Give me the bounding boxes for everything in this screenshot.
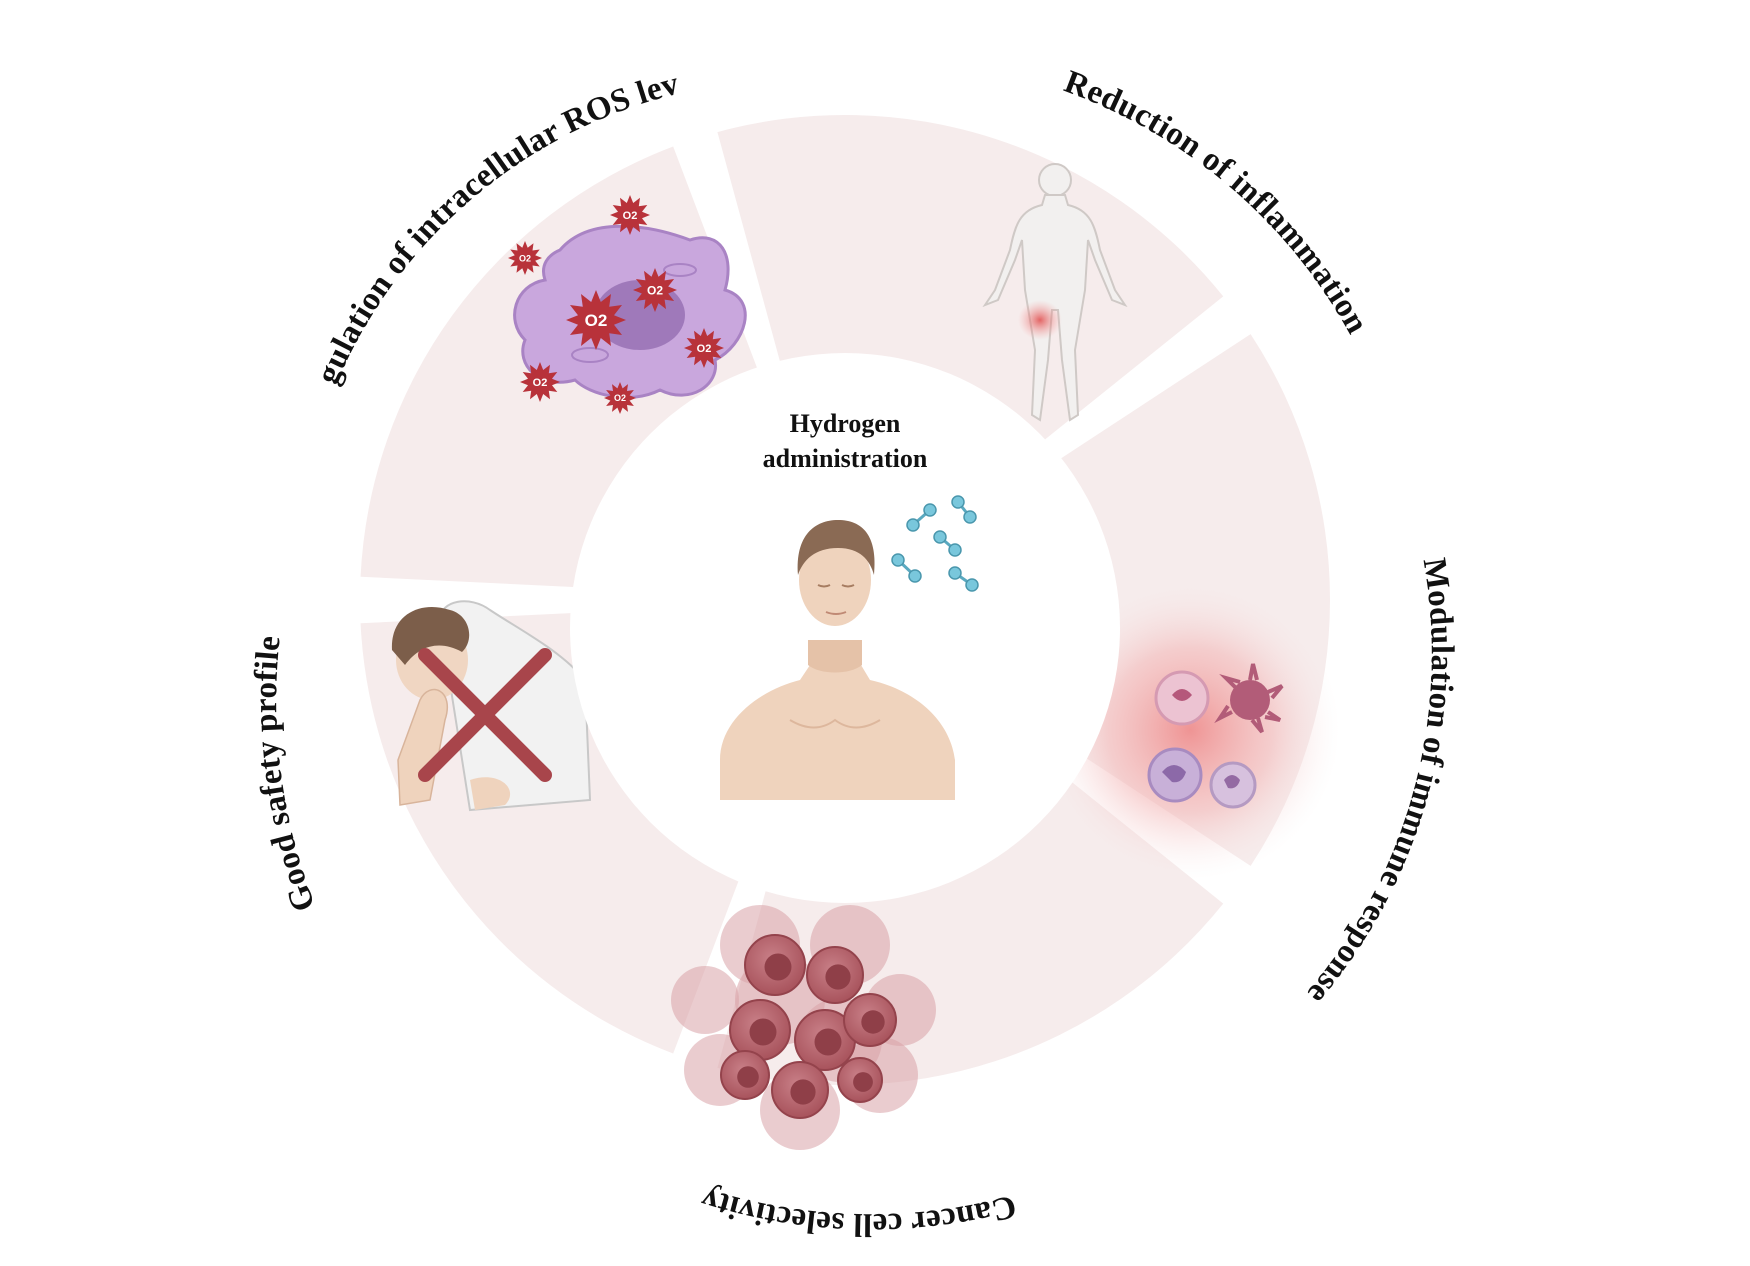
cancer-cell-cluster-icon [671,905,936,1150]
cancer-cell-nucleus [853,1072,873,1092]
superoxide-label: O2 [647,283,663,297]
cancer-cell-nucleus [737,1066,759,1088]
cancer-cell-nucleus [790,1079,816,1105]
cancer-cell-nucleus [814,1028,842,1056]
nausea-person-crossed-out-icon [391,600,592,812]
superoxide-star-icon [520,362,560,402]
hydrogen-atom-icon [933,530,947,544]
superoxide-star-icon [604,382,636,414]
hydrogen-atom-icon [906,518,920,532]
center-circle [570,353,1120,903]
superoxide-label: O2 [614,393,626,403]
center-title-line1: Hydrogen [790,409,901,438]
superoxide-label: O2 [533,377,548,389]
superoxide-star-icon [610,195,650,235]
superoxide-label: O2 [519,253,531,263]
hydrogen-atom-icon [948,566,962,580]
hydrogen-atom-icon [965,578,979,592]
superoxide-label: O2 [585,311,608,330]
hydrogen-atom-icon [951,495,965,509]
hydrogen-atom-icon [948,543,962,557]
human-body-inflamed-knee-icon [982,163,1128,422]
cancer-cell-nucleus [749,1018,777,1046]
superoxide-label: O2 [623,210,638,222]
cancer-cell-nucleus [764,953,792,981]
segment-label-cancer: Cancer cell selectivity [696,1180,1019,1242]
superoxide-star-icon [684,328,724,368]
segment-label-safety: Good safety profile [248,634,323,916]
cancer-cell-shadow [671,966,739,1034]
superoxide-label: O2 [697,343,712,355]
hydrogen-atom-icon [923,503,937,517]
hydrogen-molecules [891,495,979,592]
hydrogen-atom-icon [963,510,977,524]
hydrogen-atom-icon [891,553,905,567]
superoxide-star-icon [633,268,677,312]
cancer-cell-nucleus [825,964,851,990]
hydrogen-atom-icon [908,569,922,583]
cancer-cell-nucleus [861,1010,885,1034]
center-title-line2: administration [763,444,928,473]
superoxide-star-icon [508,241,542,275]
segment-immune [717,115,1224,447]
human-torso-icon [720,520,955,800]
superoxide-star-icon [566,290,626,350]
